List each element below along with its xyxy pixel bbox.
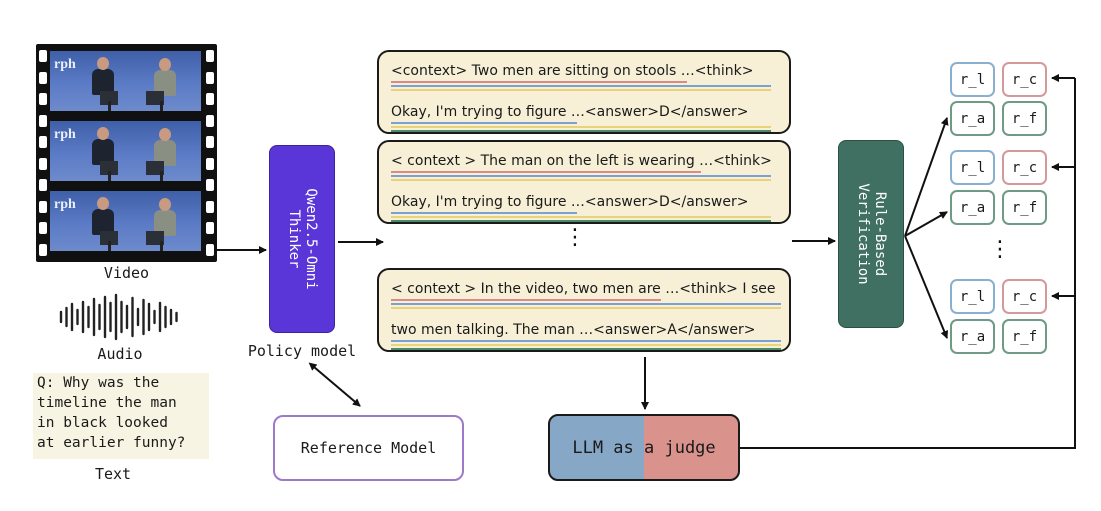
text-label: Text — [94, 465, 132, 483]
response-2-line-2: Okay, I'm trying to figure …<answer>D</a… — [391, 194, 749, 210]
frame-logo: rph — [54, 197, 76, 212]
reward-tile-r-l-3: r_l — [950, 279, 995, 314]
underline — [391, 303, 781, 305]
film-perforation — [39, 50, 47, 62]
arrow-judge-feedback — [740, 78, 1076, 449]
film-perforation — [206, 243, 214, 256]
film-perforation — [206, 50, 214, 62]
film-perforation — [206, 93, 214, 105]
arrow-verification-to-group1 — [904, 117, 949, 237]
response-card-3: < context > In the video, two men are …<… — [377, 268, 791, 352]
response-card-2: < context > The man on the left is weari… — [377, 140, 791, 224]
film-perforation — [39, 222, 47, 234]
video-frame: rph — [50, 121, 201, 181]
response-card-1: <context> Two men are sitting on stools … — [377, 50, 791, 134]
reward-tile-r-c-3: r_c — [1002, 279, 1047, 314]
film-perforation — [206, 71, 214, 84]
llm-judge-label-part1: LLM as — [572, 437, 644, 458]
underline — [391, 220, 771, 222]
film-perforation — [206, 114, 214, 127]
underline — [391, 126, 771, 128]
video-label: Video — [103, 264, 150, 282]
reward-tile-r-f-2: r_f — [1002, 190, 1047, 225]
underline — [391, 212, 577, 214]
film-perforation — [206, 136, 214, 148]
film-perforation — [206, 200, 214, 213]
underline — [391, 299, 661, 301]
underline — [391, 307, 781, 309]
response-1-line-1: <context> Two men are sitting on stools … — [391, 63, 754, 79]
underline — [391, 122, 577, 124]
reward-tile-r-c-2: r_c — [1002, 150, 1047, 185]
frame-logo: rph — [54, 57, 76, 72]
reference-model-box: Reference Model — [273, 415, 464, 481]
audio-label: Audio — [97, 345, 143, 363]
film-perforation — [39, 200, 47, 213]
underline — [391, 340, 781, 342]
video-frame: rph — [50, 51, 201, 111]
underline — [391, 179, 771, 181]
underline — [391, 81, 687, 83]
arrow-verification-to-group2 — [904, 211, 948, 237]
film-perforation — [39, 93, 47, 105]
response-1-line-2: Okay, I'm trying to figure …<answer>D</a… — [391, 104, 749, 120]
film-perforation — [39, 157, 47, 170]
reward-tile-r-f-3: r_f — [1002, 319, 1047, 354]
underline — [391, 175, 771, 177]
response-3-line-2: two men talking. The man …<answer>A</ans… — [391, 322, 756, 338]
policy-model-caption: Policy model — [247, 342, 357, 360]
reward-tile-r-a-3: r_a — [950, 319, 995, 354]
reward-tile-r-a-1: r_a — [950, 101, 995, 136]
reward-tile-r-f-1: r_f — [1002, 101, 1047, 136]
film-perforation — [39, 179, 47, 191]
film-perforation — [39, 136, 47, 148]
reward-tile-r-l-2: r_l — [950, 150, 995, 185]
film-perforation — [39, 71, 47, 84]
frame-logo: rph — [54, 127, 76, 142]
policy-model-box: Qwen2.5-Omni Thinker — [269, 145, 335, 333]
video-frame: rph — [50, 191, 201, 251]
underline — [391, 130, 771, 132]
reward-tile-r-c-1: r_c — [1002, 62, 1047, 97]
question-text: Q: Why was the timeline the man in black… — [33, 373, 209, 459]
film-perforation — [39, 114, 47, 127]
reward-tile-r-a-2: r_a — [950, 190, 995, 225]
reward-tile-r-l-1: r_l — [950, 62, 995, 97]
film-perforation — [206, 179, 214, 191]
underline — [391, 344, 781, 346]
video-film-strip: rph rph rph — [36, 44, 217, 262]
llm-judge-label-part2: a judge — [644, 437, 716, 458]
llm-judge-box: LLM as a judge — [548, 414, 740, 481]
film-perforation — [39, 243, 47, 256]
underline — [391, 85, 771, 87]
arrow-verification-to-group3 — [904, 235, 949, 339]
underline — [391, 171, 701, 173]
film-perforation — [206, 222, 214, 234]
underline — [391, 348, 781, 350]
underline — [391, 216, 771, 218]
arrow-policy-reference — [308, 362, 361, 407]
audio-waveform-icon — [59, 293, 178, 341]
response-2-line-1: < context > The man on the left is weari… — [391, 153, 772, 169]
response-3-line-1: < context > In the video, two men are …<… — [391, 281, 776, 297]
underline — [391, 89, 771, 91]
rule-based-verification-box: Rule-Based Verification — [838, 140, 904, 328]
film-perforation — [206, 157, 214, 170]
